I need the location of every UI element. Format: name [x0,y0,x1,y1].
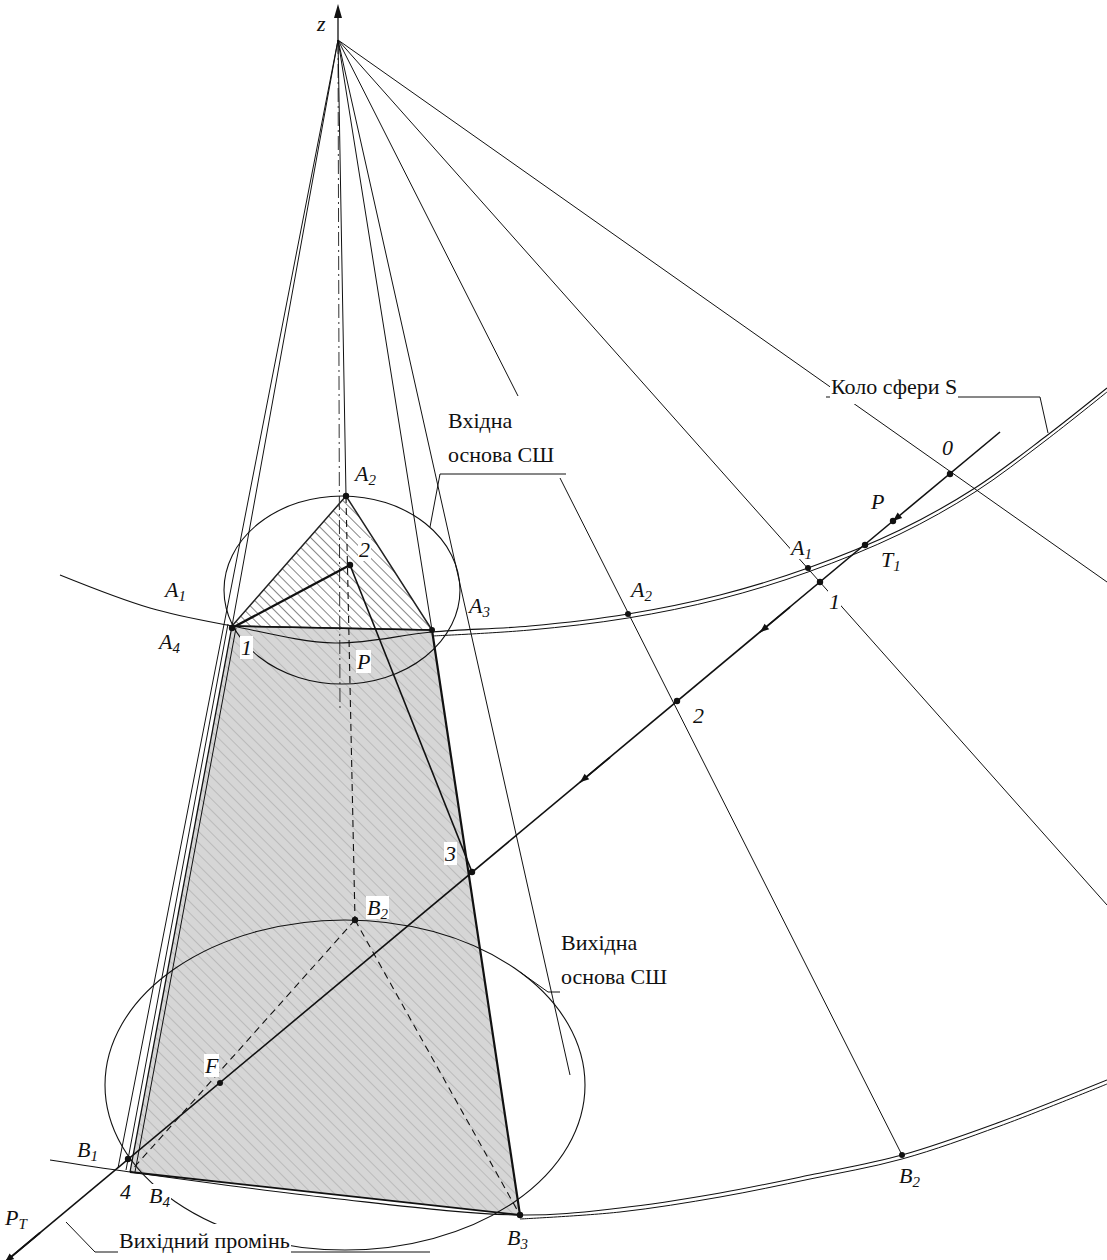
point-label: 0 [941,436,954,459]
apex-ray [338,40,346,496]
apex-ray [338,40,518,396]
cone-generator [118,40,338,1168]
point [899,1152,905,1158]
point [625,611,631,617]
input-ray [893,432,1000,521]
point-label: P [356,650,371,673]
callout-label: Вихідний промінь [118,1224,291,1258]
prism-edge [130,1172,520,1215]
point-label: A1 [164,578,187,601]
sphere-circle [432,392,1107,636]
output-base [105,920,585,1250]
ray-arrow [580,757,610,782]
point [469,869,475,875]
point-label: T1 [880,548,902,571]
prism-edge [135,628,236,1172]
hidden-edge [130,920,355,1172]
point [352,917,358,923]
point [890,518,896,524]
point-label: PT [4,1206,28,1229]
sphere-circle [50,1080,1107,1215]
point-label: 3 [444,842,457,865]
point-label: P [870,490,885,513]
callout-label: Вихідна основа СШ [560,926,686,994]
prism-edge [432,630,520,1215]
callout-label: Коло сфери S [830,370,958,404]
leader-lines [66,397,1048,1252]
axis-arrow [334,4,342,18]
leader-line [430,474,566,527]
callout-label: Вхідна основа СШ [447,404,573,472]
hidden-edge [346,496,355,920]
point-label: A2 [630,578,653,601]
point [125,1156,131,1162]
apex-ray [338,40,432,630]
points [125,471,953,1218]
point-label: 4 [119,1180,132,1203]
output-ray [5,521,893,1260]
sphere-circle [60,388,1107,643]
point [947,471,953,477]
prism-edge [130,626,232,1172]
internal-ray [232,565,350,628]
point [229,625,235,631]
point [862,542,868,548]
point [805,565,811,571]
point-label: B4 [148,1184,171,1207]
point [347,562,353,568]
apex-rays [118,40,1107,1168]
prism-edge [232,626,432,630]
point [217,1080,223,1086]
point-label: A4 [158,630,181,653]
prism-edges [126,496,520,1215]
point [343,493,349,499]
point-label: B1 [76,1138,99,1161]
point-label: 1 [828,590,841,613]
hidden-edge [355,920,520,1215]
point-label: F [204,1054,219,1077]
ray-arrow [760,607,790,632]
point-label: 2 [358,538,371,561]
point-label: B3 [506,1226,529,1249]
input-base [224,496,460,684]
input-triangle [232,496,432,630]
cone-generator [338,40,570,1075]
point [817,579,823,585]
apex-ray [232,40,338,626]
point-label: A3 [468,594,491,617]
apex-ray [338,40,1107,582]
ray-arrow [5,1233,40,1260]
point-label: A1 [790,536,813,559]
point-label: B2 [898,1164,921,1187]
point [429,627,435,633]
point [517,1212,523,1218]
point-label: 2 [692,704,705,727]
point [674,698,680,704]
point-label: A2 [354,462,377,485]
sphere-circle [520,1084,1107,1219]
internal-ray [350,565,472,872]
apex-ray [560,478,902,1155]
point-label: B2 [366,896,389,919]
point-label: z [316,12,327,35]
point-label: 1 [240,636,253,659]
